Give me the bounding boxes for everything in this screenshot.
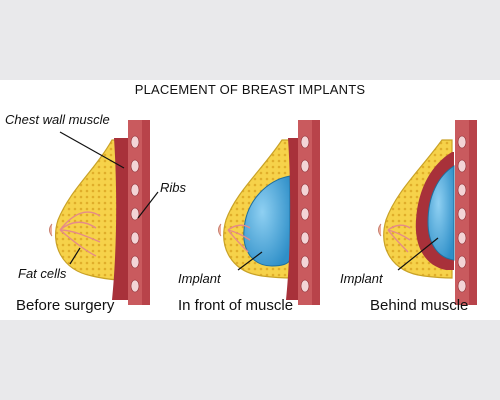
chest-wall-muscle-label: Chest wall muscle — [5, 112, 110, 127]
ribs — [300, 135, 310, 293]
pointer-line — [237, 251, 263, 271]
diagram-panel: PLACEMENT OF BREAST IMPLANTS Chest wall … — [0, 80, 500, 320]
chest-wall-outer — [142, 120, 150, 305]
ribs — [457, 135, 467, 293]
ribs — [130, 135, 140, 293]
ribs-label: Ribs — [160, 180, 187, 195]
chest-wall-outer — [312, 120, 320, 305]
implant-front — [243, 175, 291, 267]
pointer-line — [397, 237, 439, 271]
caption-before-surgery: Before surgery — [16, 297, 115, 314]
mammary-glands — [387, 224, 411, 253]
diagram-title: PLACEMENT OF BREAST IMPLANTS — [134, 82, 366, 97]
before-surgery-drawing — [49, 120, 159, 305]
fat-cells-label: Fat cells — [18, 266, 67, 281]
in-front-of-muscle-drawing — [218, 120, 320, 305]
mammary-glands — [227, 224, 251, 253]
mammary-glands — [59, 211, 101, 257]
breast-implant-placement-illustration — [49, 120, 477, 305]
caption-behind-muscle: Behind muscle — [370, 297, 469, 314]
chest-wall-muscle — [112, 138, 128, 300]
nipple — [49, 223, 53, 237]
implant-behind-label: Implant — [340, 271, 383, 286]
caption-in-front-of-muscle: In front of muscle — [178, 297, 294, 314]
behind-muscle-drawing — [378, 120, 477, 305]
implant-front-label: Implant — [178, 271, 221, 286]
nipple — [378, 223, 382, 237]
implant-behind — [427, 165, 455, 261]
nipple — [218, 223, 222, 237]
pointer-lines — [59, 131, 159, 265]
chest-wall-outer — [469, 120, 477, 305]
chest-wall-muscle — [286, 138, 298, 300]
